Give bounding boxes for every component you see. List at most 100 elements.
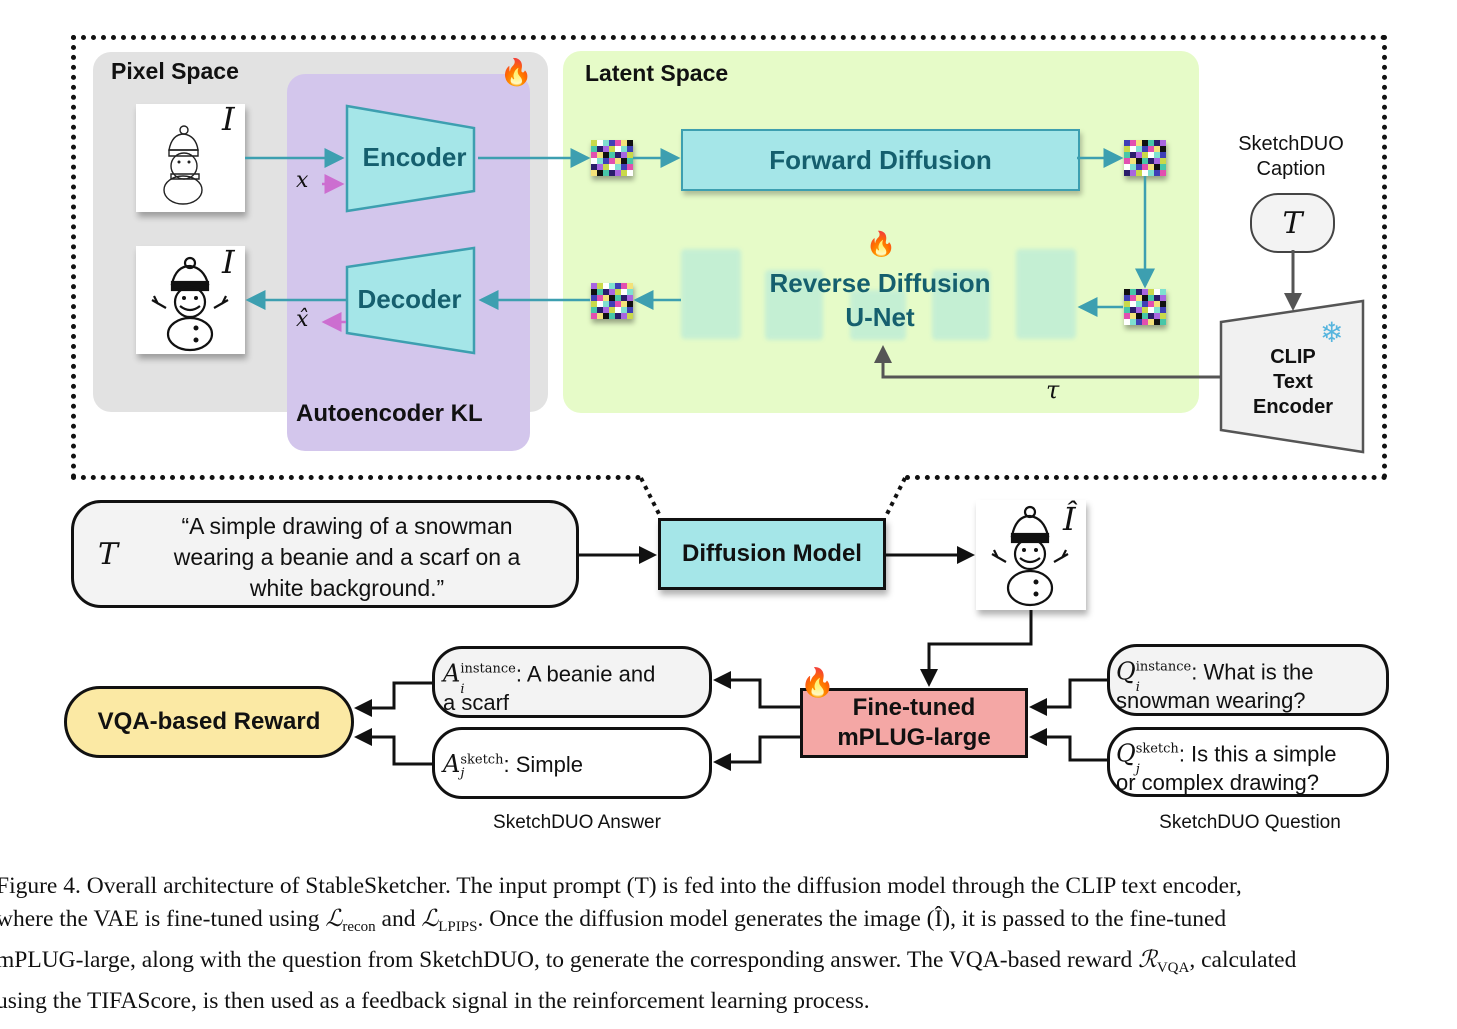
answer-instance-symbol: A [443, 659, 461, 688]
clip-line2: Text [1273, 371, 1313, 393]
question-sketch-symbol: Q [1116, 739, 1136, 768]
reward-symbol: ℛ [1138, 947, 1157, 973]
frame-bottom-right [905, 475, 1387, 485]
question-instance-sup: instance [1135, 660, 1192, 675]
reward-sub: VQA [1156, 960, 1190, 976]
sketchduo-question-label: SketchDUO Question [1159, 812, 1341, 833]
snowflake-icon: ❄ [1320, 317, 1344, 348]
caption-text: mPLUG-large, along with the question fro… [0, 947, 1139, 973]
latent-noise-2 [1124, 140, 1166, 176]
question-sketch-sub: j [1135, 762, 1140, 778]
question-sketch-box: Qsketch j : Is this a simple or complex dr… [1107, 727, 1389, 797]
unet-layer [681, 249, 741, 339]
decoder-block [345, 246, 476, 355]
unet-layer [765, 270, 823, 340]
answer-sketch-line: : Simple [503, 752, 583, 777]
mplug-line2: mPLUG-large [837, 724, 991, 751]
answer-instance-sub: i [460, 682, 465, 698]
question-sketch-text: Qsketch j : Is this a simple or complex dr… [1116, 735, 1337, 797]
fire-icon: 🔥 [866, 231, 896, 258]
caption-text: . Once the diffusion model generates the… [477, 906, 1227, 932]
snowman-sketch-icon [163, 125, 203, 205]
loss-recon-symbol: ℒ [325, 906, 343, 932]
latent-space-title: Latent Space [585, 60, 729, 86]
question-instance-line1: : What is the [1191, 659, 1314, 685]
sketchduo-caption-line2: Caption [1256, 158, 1326, 180]
question-instance-box: Qinstance i : What is the snowman wearing? [1107, 644, 1389, 716]
prompt-line3: white background.” [249, 575, 445, 601]
caption-text: and [375, 906, 422, 932]
generated-image-symbol: Î [1063, 500, 1076, 538]
caption-line4: using the TIFAScore, is then used as a f… [0, 988, 870, 1014]
pixel-space-title: Pixel Space [111, 58, 239, 84]
mplug-line1: Fine-tuned [852, 694, 976, 721]
clip-line1: CLIP [1270, 346, 1316, 368]
caption-text-node: T [1250, 193, 1335, 253]
figure-caption: Figure 4. Overall architecture of Stable… [0, 870, 1457, 1018]
caption-text: , calculated [1189, 947, 1297, 973]
unet-layer [1016, 249, 1076, 339]
tau-symbol: τ [1046, 376, 1060, 404]
answer-instance-sup: instance [460, 662, 516, 677]
prompt-line1: “A simple drawing of a snowman [181, 513, 513, 539]
x-hat-symbol: x̂ [296, 307, 309, 332]
reconstructed-image-card [136, 246, 245, 354]
fire-icon: 🔥 [500, 57, 533, 87]
sketchduo-caption-label: SketchDUO Caption [1216, 132, 1366, 182]
answer-sketch-sup: sketch [460, 752, 504, 768]
question-sketch-sup: sketch [1135, 742, 1179, 757]
answer-instance-line2: a scarf [443, 690, 510, 716]
clip-text-encoder-block [1219, 299, 1365, 454]
vqa-reward-block: VQA-based Reward [64, 686, 354, 758]
loss-lpips-symbol: ℒ [421, 906, 439, 932]
diffusion-model-block: Diffusion Model [658, 518, 886, 590]
encoder-label: Encoder [362, 142, 467, 172]
input-image-card [136, 104, 245, 212]
reverse-diffusion-label: Reverse Diffusion U-Net [730, 266, 1030, 334]
diffusion-model-detail-frame [71, 35, 1387, 479]
unet-layer [850, 290, 906, 340]
latent-noise-3 [1124, 289, 1166, 325]
loss-recon-sub: recon [342, 919, 376, 935]
question-sketch-line1: : Is this a simple [1178, 741, 1337, 767]
decoder-label: Decoder [357, 284, 462, 314]
prompt-text: “A simple drawing of a snowman wearing a… [132, 511, 562, 604]
question-sketch-line2: or complex drawing? [1116, 770, 1319, 796]
input-image-symbol: I [222, 100, 235, 138]
mplug-block: Fine-tuned mPLUG-large [800, 688, 1028, 758]
generated-image-card [976, 500, 1086, 610]
prompt-box: T “A simple drawing of a snowman wearing… [71, 500, 579, 608]
forward-diffusion-block: Forward Diffusion [681, 129, 1080, 191]
text-T-symbol: T [1282, 205, 1303, 241]
clip-label: CLIP Text Encoder [1238, 345, 1348, 420]
answer-instance-text: Ainstance i : A beanie and a scarf [443, 655, 655, 717]
frame-bottom-left [71, 475, 641, 485]
question-instance-text: Qinstance i : What is the snowman wearing? [1116, 653, 1314, 715]
answer-instance-box: Ainstance i : A beanie and a scarf [432, 646, 712, 718]
output-image-symbol: I [222, 243, 235, 281]
caption-line2: where the VAE is fine-tuned using ℒrecon… [0, 903, 1457, 944]
caption-text: where the VAE is fine-tuned using [0, 906, 326, 932]
answer-sketch-symbol: A [443, 750, 461, 778]
question-instance-line2: snowman wearing? [1116, 688, 1306, 714]
latent-noise-1 [591, 140, 633, 176]
encoder-block [345, 104, 476, 213]
latent-noise-4 [591, 283, 633, 319]
caption-line1: Figure 4. Overall architecture of Stable… [0, 873, 1242, 899]
unet-layer [932, 270, 990, 340]
prompt-line2: wearing a beanie and a scarf on a [173, 544, 521, 570]
question-instance-sub: i [1135, 680, 1140, 696]
fire-icon: 🔥 [800, 667, 835, 698]
prompt-T-symbol: T [98, 537, 119, 572]
clip-line3: Encoder [1252, 396, 1334, 418]
answer-instance-line1: : A beanie and [515, 661, 656, 687]
sketchduo-caption-line1: SketchDUO [1238, 133, 1344, 155]
loss-lpips-sub: LPIPS [438, 919, 478, 935]
snowman-sketch-icon [151, 256, 229, 352]
reverse-diffusion-line1: Reverse Diffusion [769, 268, 991, 298]
answer-sketch-sub: j [460, 766, 465, 781]
reverse-diffusion-line2: U-Net [845, 302, 915, 332]
question-instance-symbol: Q [1116, 657, 1136, 686]
